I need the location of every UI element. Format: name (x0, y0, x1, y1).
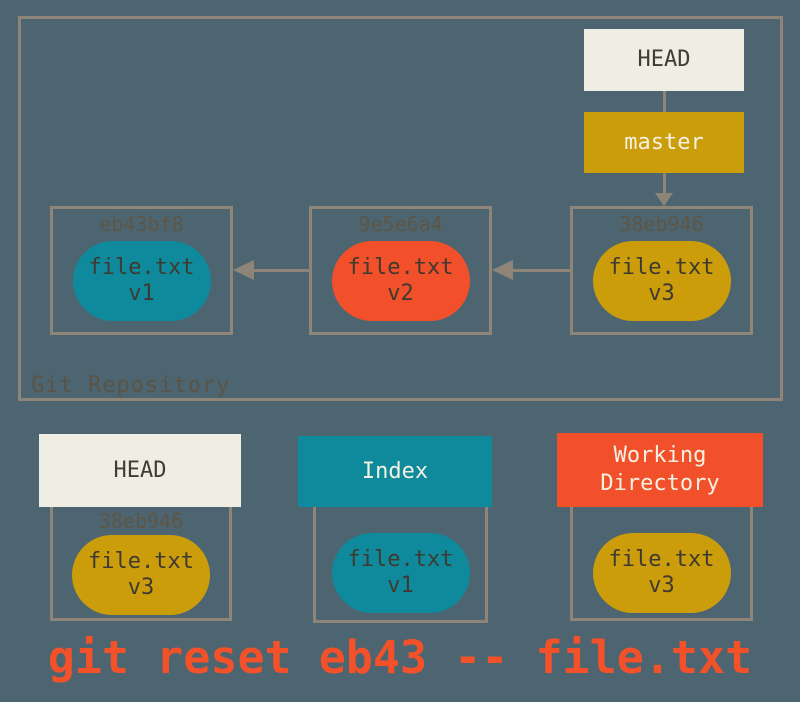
file-version: v3 (648, 573, 675, 598)
git-repository-box: Git Repository (18, 16, 783, 401)
head-pointer-box: HEAD (584, 29, 744, 91)
git-repository-label: Git Repository (31, 373, 231, 398)
index-tree-label: Index (361, 458, 429, 484)
head-tree-box: 38eb946 file.txt v3 (50, 507, 232, 621)
file-blob: file.txt v1 (72, 241, 211, 321)
head-tree-label: HEAD (113, 457, 167, 483)
file-name: file.txt (347, 547, 454, 572)
file-version: v3 (127, 575, 155, 600)
file-name: file.txt (608, 547, 715, 572)
index-tree-header: Index (298, 436, 492, 507)
file-blob: file.txt v2 (331, 241, 470, 321)
master-branch-box: master (584, 112, 744, 173)
working-directory-box: file.txt v3 (570, 507, 753, 621)
file-version: v1 (387, 573, 414, 598)
commit-box-38eb946: 38eb946 file.txt v3 (570, 206, 753, 335)
head-pointer-label: HEAD (637, 47, 691, 72)
file-blob: file.txt v3 (72, 535, 210, 615)
file-name: file.txt (88, 549, 194, 574)
commit-box-eb43bf8: eb43bf8 file.txt v1 (50, 206, 233, 335)
commit-hash: 38eb946 (98, 509, 184, 533)
commit-hash: 38eb946 (619, 212, 704, 236)
file-blob: file.txt v3 (592, 241, 731, 321)
commit-hash: 9e5e6a4 (358, 212, 443, 236)
git-command-caption: git reset eb43 -- file.txt (47, 631, 753, 684)
master-to-commit-line (663, 173, 666, 195)
commit-box-9e5e6a4: 9e5e6a4 file.txt v2 (309, 206, 492, 335)
file-blob: file.txt v3 (592, 533, 731, 613)
commit-parent-line (510, 269, 570, 272)
commit-parent-line (251, 269, 309, 272)
file-name: file.txt (608, 255, 715, 280)
working-directory-header: Working Directory (557, 433, 763, 507)
arrow-down-icon (655, 193, 673, 206)
file-name: file.txt (88, 255, 195, 280)
working-directory-label: Working Directory (600, 443, 720, 496)
file-version: v3 (648, 281, 675, 306)
arrow-left-icon (492, 260, 513, 280)
file-blob: file.txt v1 (331, 533, 470, 613)
head-tree-header: HEAD (39, 434, 241, 507)
index-tree-box: file.txt v1 (313, 507, 488, 623)
master-branch-label: master (624, 129, 704, 155)
file-name: file.txt (347, 255, 454, 280)
file-version: v2 (387, 281, 414, 306)
arrow-left-icon (233, 260, 254, 280)
commit-hash: eb43bf8 (99, 212, 184, 236)
head-to-master-line (663, 91, 666, 112)
file-version: v1 (128, 281, 155, 306)
